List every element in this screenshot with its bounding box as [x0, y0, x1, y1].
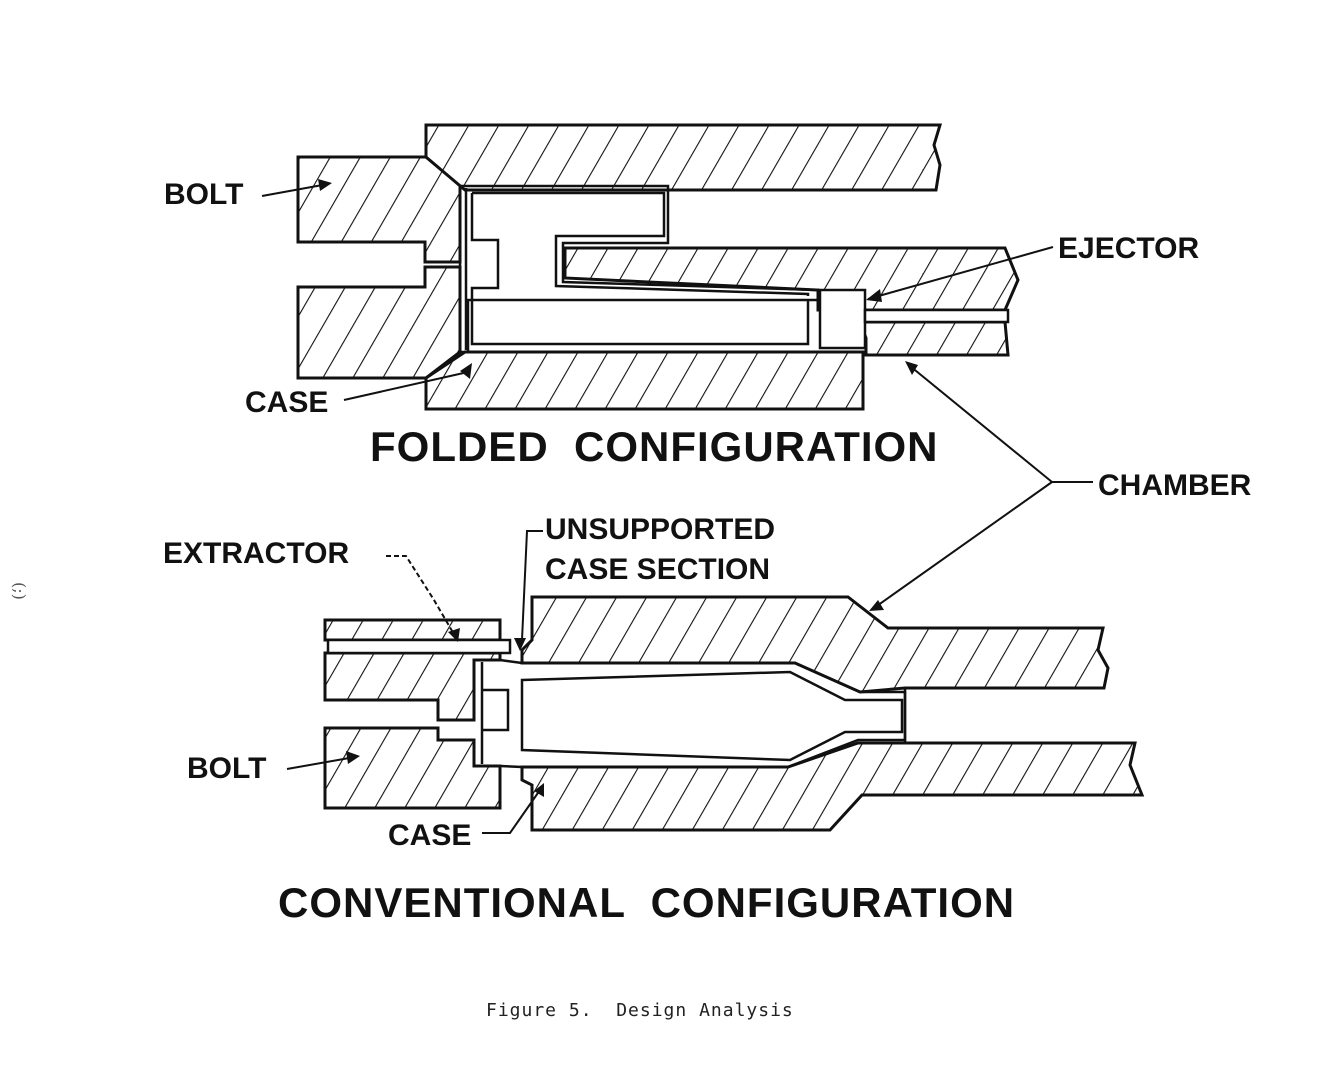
chamber-callout: CHAMBER	[869, 361, 1252, 611]
folded-bolt-label: BOLT	[164, 178, 243, 211]
folded-ejector-rod	[863, 308, 1010, 324]
folded-bolt-lower	[296, 265, 462, 380]
folded-configuration: BOLT CASE EJECTOR FOLDED CONFIGURATION	[164, 123, 1199, 470]
conventional-bolt-upper	[323, 618, 502, 642]
chamber-label: CHAMBER	[1098, 469, 1252, 502]
folded-case-base	[458, 186, 810, 354]
conventional-configuration: EXTRACTOR UNSUPPORTED CASE SECTION BOLT …	[163, 513, 1145, 926]
conventional-case-head	[480, 662, 510, 764]
folded-chamber-upper	[424, 123, 943, 192]
folded-ejector-label: EJECTOR	[1058, 232, 1199, 265]
conventional-bolt-label: BOLT	[187, 752, 266, 785]
conventional-chamber-lower	[520, 741, 1145, 832]
conventional-bore	[903, 686, 1135, 745]
margin-mark: (;)	[10, 582, 29, 600]
folded-case	[460, 184, 820, 352]
conventional-bolt-lower	[323, 726, 502, 810]
folded-title: FOLDED CONFIGURATION	[370, 423, 939, 470]
conventional-case-outer	[474, 658, 907, 769]
extractor-label: EXTRACTOR	[163, 537, 349, 570]
conventional-case-label: CASE	[388, 819, 471, 852]
conventional-bolt-middle	[323, 651, 502, 722]
folded-chamber-core-lower	[857, 320, 1010, 357]
unsupported-label-line1: UNSUPPORTED	[545, 513, 775, 546]
folded-case-label: CASE	[245, 386, 328, 419]
figure-caption: Figure 5. Design Analysis	[486, 1000, 794, 1021]
folded-chamber-lower	[424, 350, 865, 411]
conventional-title: CONVENTIONAL CONFIGURATION	[278, 879, 1015, 926]
extractor	[326, 638, 512, 655]
folded-ejector	[818, 288, 867, 350]
conventional-case-inner	[520, 670, 904, 762]
folded-bolt-upper	[296, 155, 462, 264]
unsupported-label-line2: CASE SECTION	[545, 553, 770, 586]
